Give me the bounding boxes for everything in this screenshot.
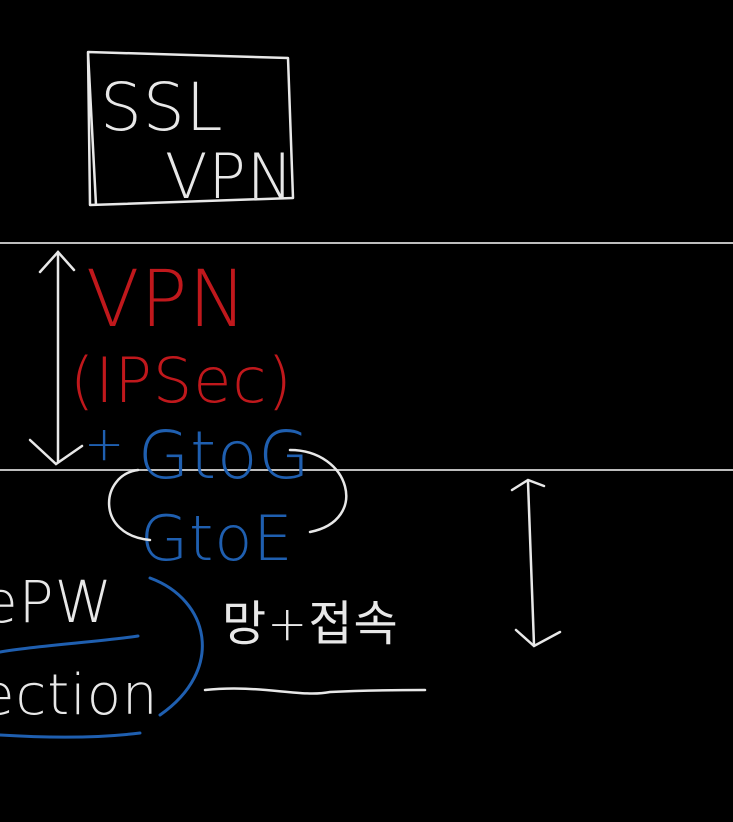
blue-line-1: GtoG (138, 417, 311, 494)
korean-note-underline (203, 687, 427, 695)
left-fragment-top-underline (0, 634, 140, 654)
left-fragment-bottom-underline (0, 731, 142, 739)
red-line-1: VPN (86, 255, 248, 345)
blue-line-2: GtoE (140, 502, 293, 575)
box-line-1: SSL (100, 69, 224, 146)
ssl-vpn-box: SSL VPN (86, 50, 295, 213)
box-line-2: VPN (165, 140, 294, 213)
red-line-2: (IPSec) (70, 344, 293, 417)
blue-plus: + (84, 416, 125, 472)
korean-note: 망+접속 (222, 596, 399, 652)
left-fragment-bottom: ection (0, 663, 159, 728)
white-brace (107, 448, 348, 542)
double-arrow-left (28, 250, 84, 466)
ssl-vpn-box-outline (86, 50, 295, 207)
blue-right-paren (148, 576, 204, 717)
left-fragment-top: ePW (0, 568, 113, 636)
double-arrow-right (510, 478, 562, 648)
